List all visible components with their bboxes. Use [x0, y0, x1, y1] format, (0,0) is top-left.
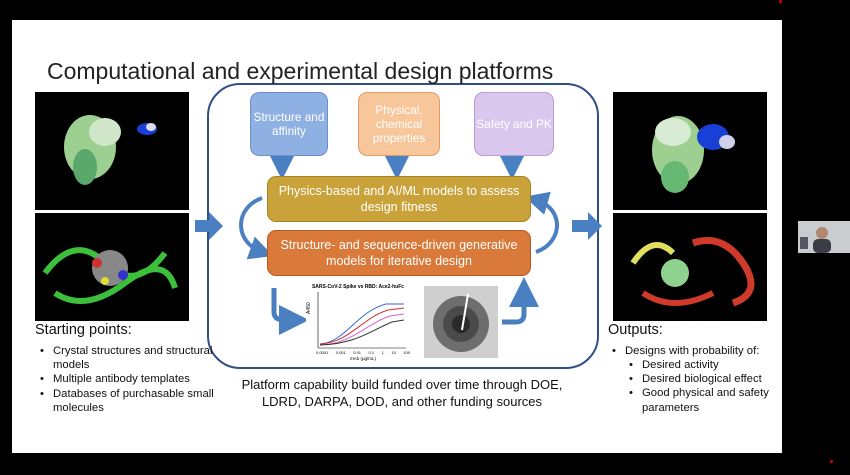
outputs-list: Designs with probability of: [610, 344, 780, 358]
physics-ai-ml-models-box: Physics-based and AI/ML models to assess… [267, 176, 531, 222]
presentation-slide: Computational and experimental design pl… [12, 20, 782, 453]
tick-label: 0.01 [353, 350, 362, 355]
assay-chart-title: SARS-CoV-2 Spike vs RBD: Ace2-huFc [311, 284, 405, 290]
list-item: Desired activity [610, 358, 780, 372]
outputs-sublist: Desired activity Desired biological effe… [610, 358, 780, 415]
safety-pk-box: Safety and PK [474, 92, 554, 156]
generative-models-box: Structure- and sequence-driven generativ… [267, 230, 531, 276]
assay-chart-xlabel: mAb (μg/mL) [349, 356, 377, 361]
assay-chart-ticks: 0.0001 0.001 0.01 0.1 1 10 100 [316, 350, 410, 355]
slide-title: Computational and experimental design pl… [47, 58, 554, 84]
arrow-right-out [572, 212, 602, 240]
assay-chart-ylabel: A450 [306, 302, 312, 314]
list-item: Crystal structures and structural models [38, 344, 228, 372]
tick-label: 1 [381, 350, 384, 355]
cycle-arrow-left [239, 196, 274, 260]
tick-label: 0.001 [335, 350, 346, 355]
status-dot [779, 0, 782, 3]
list-item: Desired biological effect [610, 372, 780, 386]
tick-label: 10 [391, 350, 396, 355]
assay-chart: SARS-CoV-2 Spike vs RBD: Ace2-huFc A450 … [306, 284, 410, 364]
outputs-heading: Outputs: [608, 322, 663, 338]
starting-points-heading: Starting points: [35, 322, 132, 338]
person-avatar-icon [798, 221, 850, 253]
cycle-arrow-right [524, 191, 559, 254]
list-item: Good physical and safety parameters [610, 386, 780, 414]
physical-chemical-box: Physical, chemical properties [358, 92, 440, 156]
tick-label: 0.0001 [316, 350, 329, 355]
output-structure-image-1 [613, 92, 767, 210]
list-item: Databases of purchasable small molecules [38, 387, 228, 415]
diagram-arrows [195, 83, 602, 369]
protein-structure-image-1 [35, 92, 189, 210]
assay-chart-plot [317, 292, 406, 349]
output-structure-image-2 [613, 213, 767, 321]
arrow-lower-right [502, 277, 539, 325]
starting-points-list: Crystal structures and structural models… [38, 344, 228, 415]
recording-indicator [830, 460, 833, 463]
arrow-left-in [195, 212, 223, 240]
microscopy-image [424, 286, 498, 358]
structure-affinity-box: Structure and affinity [250, 92, 328, 156]
protein-structure-image-2 [35, 213, 189, 321]
list-item: Multiple antibody templates [38, 372, 228, 386]
tick-label: 0.1 [368, 350, 375, 355]
arrow-lower-left [271, 288, 309, 335]
tick-label: 100 [403, 350, 410, 355]
funding-text: Platform capability build funded over ti… [241, 377, 563, 409]
list-item: Designs with probability of: [610, 344, 780, 358]
participant-video-thumbnail[interactable] [798, 221, 850, 253]
